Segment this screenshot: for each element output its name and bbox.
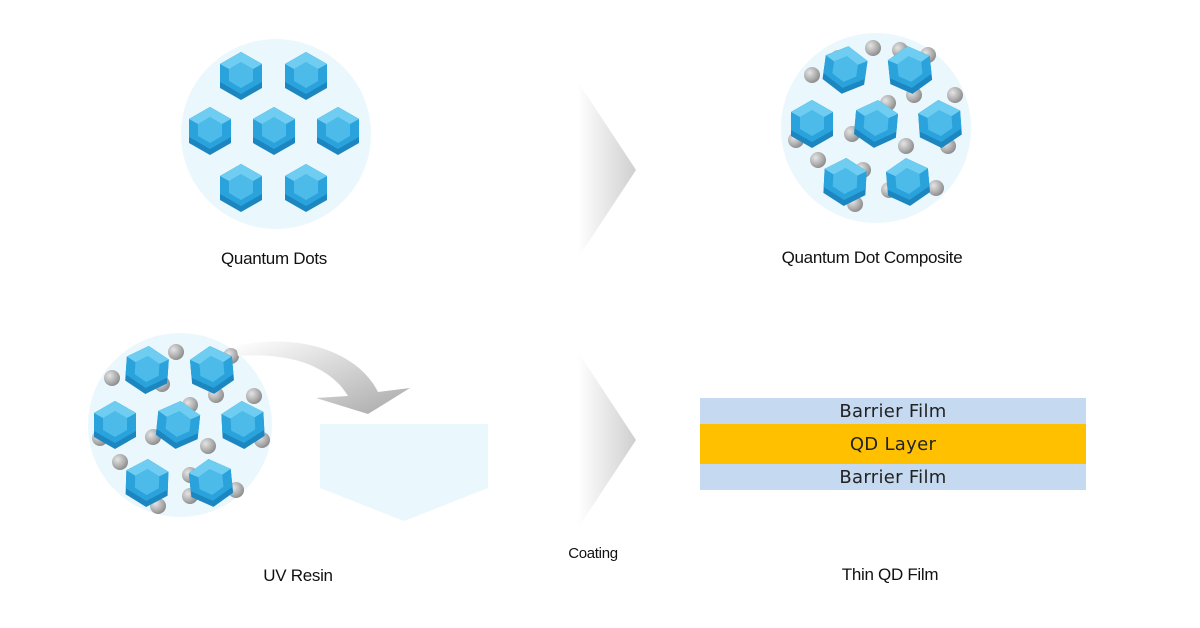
qd-layer: QD Layer <box>700 424 1086 464</box>
uv-resin-particle <box>246 388 262 404</box>
composite-particle <box>804 67 820 83</box>
caption-thin-qd-film: Thin QD Film <box>841 565 939 584</box>
pour-arrow <box>236 341 410 414</box>
uv-resin-particle <box>200 438 216 454</box>
caption-quantum-dot-composite: Quantum Dot Composite <box>781 248 963 267</box>
quantum-dots-illustration <box>181 39 371 229</box>
uv-resin-particle <box>112 454 128 470</box>
composite-particle <box>928 180 944 196</box>
composite-particle <box>898 138 914 154</box>
uv-resin-particle <box>104 370 120 386</box>
resin-container <box>320 424 488 521</box>
uv-resin-illustration <box>88 333 488 521</box>
composite-particle <box>865 40 881 56</box>
composite-particle <box>810 152 826 168</box>
process-arrow-bottom <box>578 352 636 528</box>
quantum-dot-composite-illustration <box>781 33 971 223</box>
process-arrow-top <box>578 82 636 258</box>
composite-particle <box>947 87 963 103</box>
uv-resin-particle <box>168 344 184 360</box>
caption-uv-resin: UV Resin <box>263 566 333 585</box>
barrier-film-bottom: Barrier Film <box>700 464 1086 490</box>
barrier-film-top: Barrier Film <box>700 398 1086 424</box>
caption-coating: Coating <box>568 545 618 562</box>
caption-quantum-dots: Quantum Dots <box>220 249 328 268</box>
